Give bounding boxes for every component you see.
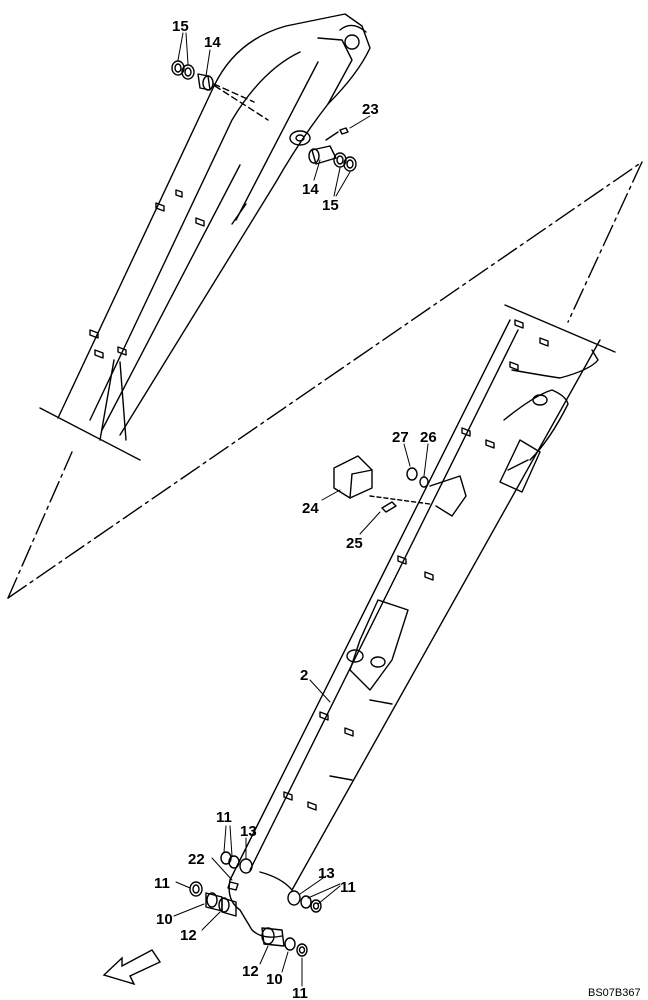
part-label: 14 (302, 181, 319, 198)
figure-code: BS07B367 (588, 987, 641, 999)
part-label: 14 (204, 34, 221, 51)
part-label: 15 (172, 18, 189, 35)
part-label: 13 (318, 865, 335, 882)
part-label: 2 (300, 667, 308, 684)
part-label: 24 (302, 500, 319, 517)
part-label: 25 (346, 535, 363, 552)
part-label: 26 (420, 429, 437, 446)
part-label: 11 (154, 875, 170, 892)
pin-parts (171, 60, 429, 957)
direction-arrow (102, 949, 162, 986)
lower-boom-arm (228, 304, 616, 938)
part-label: 23 (362, 101, 379, 118)
leader-lines (173, 32, 429, 987)
part-label: 11 (340, 879, 356, 896)
part-label: 10 (266, 971, 283, 988)
part-label: 27 (392, 429, 409, 446)
part-label: 12 (180, 927, 197, 944)
part-label: 11 (292, 985, 308, 1000)
part-label: 11 (216, 809, 232, 826)
cover-plate (333, 455, 467, 517)
part-label: 12 (242, 963, 259, 980)
break-lines (7, 161, 643, 599)
part-label: 22 (188, 851, 205, 868)
part-label: 15 (322, 197, 339, 214)
upper-boom-arm (39, 13, 371, 461)
part-label: 13 (240, 823, 257, 840)
part-label: 10 (156, 911, 173, 928)
